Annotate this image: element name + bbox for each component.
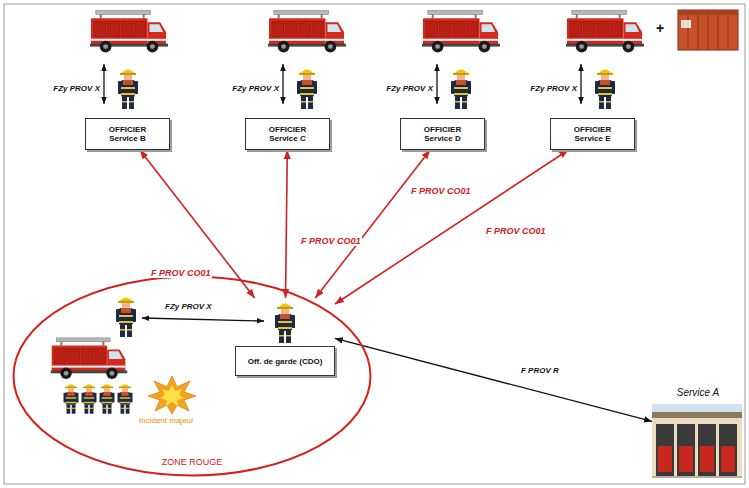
officer-box: OFFICIER Service D — [400, 118, 485, 150]
explosion-core — [160, 385, 184, 406]
ground — [652, 476, 742, 478]
sky — [652, 404, 742, 478]
container-rib — [728, 15, 729, 50]
garage-bay — [677, 424, 695, 476]
firefighter — [82, 384, 97, 414]
radio-link — [315, 150, 430, 298]
station-node: Service A — [652, 385, 744, 482]
plus-sign: + — [656, 20, 664, 36]
garage-bay — [698, 424, 716, 476]
zone-label: ZONE ROUGE — [162, 457, 223, 467]
officer-label: OFFICIER Service E — [564, 125, 622, 143]
container-window — [681, 20, 691, 28]
radio-link — [140, 150, 255, 298]
officer-label: OFFICIER Service C — [259, 125, 317, 143]
radio-arrow — [282, 64, 283, 104]
radio-link — [335, 150, 568, 304]
fire-truck — [51, 338, 128, 379]
firefighter — [595, 70, 615, 110]
parked-truck — [679, 446, 693, 472]
explosion-burst — [148, 376, 196, 414]
station-roof — [652, 412, 742, 418]
radio-link — [286, 150, 288, 298]
duty-officer-figure — [275, 304, 295, 344]
officer-box: OFFICIER Service B — [85, 118, 170, 150]
officer-label: OFFICIER Service D — [414, 125, 472, 143]
zone-ellipse — [14, 277, 371, 476]
radio-link — [335, 338, 652, 421]
firefighter — [451, 70, 471, 110]
officer-box: OFFICIER Service C — [245, 118, 330, 150]
officer-label: OFFICIER Service B — [99, 125, 157, 143]
radio-arrow — [142, 318, 264, 321]
firefighter — [297, 70, 317, 110]
firefighter — [118, 384, 133, 414]
container-module — [678, 10, 738, 50]
station-wall — [652, 412, 742, 478]
parked-truck — [658, 446, 672, 472]
parked-truck — [700, 446, 714, 472]
officer-box: OFFICIER Service E — [550, 118, 635, 150]
fire-station-photo — [652, 404, 742, 478]
firefighter — [64, 384, 79, 414]
radio-arrow — [436, 64, 437, 104]
radio-channel: FZy PROV X — [165, 302, 212, 311]
radio-channel: F PROV CO01 — [410, 186, 472, 196]
radio-channel: F PROV CO01 — [150, 268, 212, 278]
container-rib — [718, 15, 719, 50]
firefighter — [100, 384, 115, 414]
container-rib — [708, 15, 709, 50]
firefighter — [118, 70, 138, 110]
fire-truck — [566, 11, 644, 53]
explosion — [148, 376, 196, 414]
container-box — [678, 10, 738, 50]
incident-caption: Incident majeur — [139, 416, 194, 425]
container-roof — [678, 10, 738, 15]
radio-channel: FZy PROV X — [53, 84, 100, 93]
radio-channel: FZy PROV X — [386, 84, 433, 93]
parked-truck — [721, 446, 735, 472]
fire-truck — [422, 11, 500, 53]
duty-officer-label: Off. de garde (CDO) — [248, 357, 323, 366]
radio-channel: F PROV CO01 — [300, 236, 362, 246]
firefighter — [116, 298, 136, 338]
radio-arrow — [580, 64, 581, 104]
garage-bay — [656, 424, 674, 476]
radio-channel: FZy PROV X — [530, 84, 577, 93]
fire-truck — [268, 11, 346, 53]
frame — [4, 4, 745, 484]
duty-officer-box: Off. de garde (CDO) — [235, 346, 335, 376]
station-label: Service A — [652, 387, 744, 398]
container-rib — [698, 15, 699, 50]
duty-officer-node: Off. de garde (CDO) — [235, 298, 335, 376]
garage-bay — [719, 424, 737, 476]
radio-channel: FZy PROV X — [232, 84, 279, 93]
radio-channel: F PROV R — [520, 366, 560, 375]
fire-truck — [90, 11, 168, 53]
radio-channel: F PROV CO01 — [485, 226, 547, 236]
radio-arrow — [103, 64, 104, 104]
